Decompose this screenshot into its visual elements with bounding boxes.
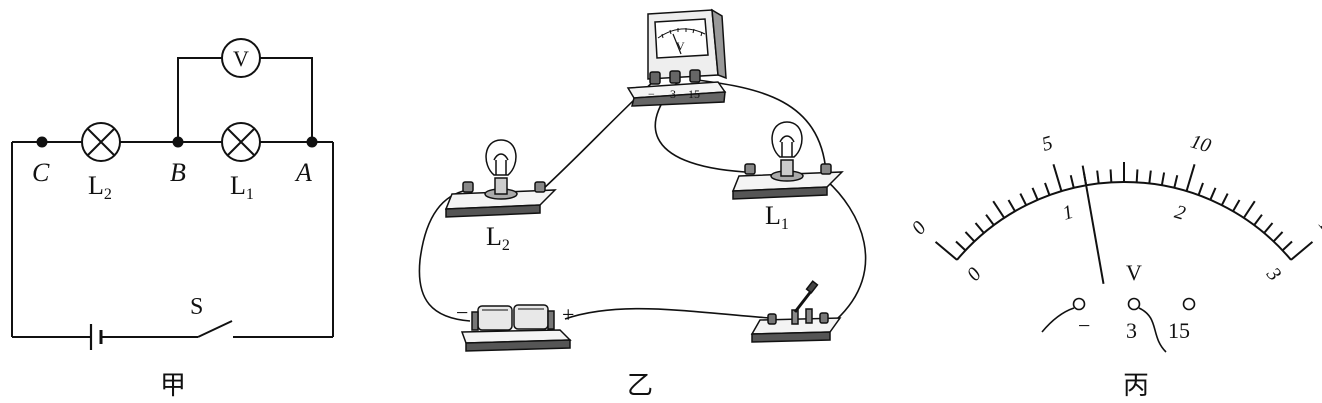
terminal-3-post	[1127, 297, 1141, 311]
dial-terminal-minus: −	[1078, 313, 1090, 338]
circuit-diagram	[11, 38, 334, 350]
dial-tick	[1019, 193, 1028, 206]
dial-scale-label: 0	[908, 217, 931, 239]
node-b-label: B	[170, 158, 186, 187]
dial-arc	[956, 181, 1292, 261]
lead-3	[1138, 307, 1167, 353]
dial-tick	[1044, 182, 1051, 196]
switch-label: S	[190, 294, 203, 320]
lamp-l1-label: L1	[230, 171, 254, 203]
dial-tick	[1007, 199, 1016, 212]
dial-tick	[964, 231, 976, 243]
voltmeter-device	[626, 8, 727, 107]
voltmeter-terminal-15: 15	[688, 87, 700, 101]
dial-tick	[985, 214, 995, 226]
caption-yi: 乙	[627, 371, 653, 401]
dial-tick	[1185, 164, 1196, 192]
dial-tick	[934, 241, 958, 261]
voltmeter-terminal-3: 3	[670, 87, 676, 101]
dial-terminals	[1041, 297, 1196, 353]
dial-scale-label: 5	[1039, 132, 1055, 156]
voltmeter-wire	[177, 57, 313, 142]
battery-holder	[460, 304, 572, 352]
voltmeter-dial: 0 5 10 15 0 1 2 3	[908, 130, 1322, 285]
lamp-l1-board	[731, 121, 844, 200]
dial-tick	[1290, 241, 1314, 261]
dial-tick	[1232, 199, 1241, 212]
caption-jia: 甲	[160, 371, 186, 401]
dial-tick	[1242, 200, 1256, 219]
dial-tick	[1253, 214, 1263, 226]
dial-tick	[1197, 182, 1204, 196]
dial-tick	[1052, 164, 1063, 192]
node-c-dot	[36, 136, 48, 148]
dial-tick	[1209, 187, 1217, 201]
dial-terminal-15: 15	[1168, 318, 1190, 343]
terminal-minus-post	[1072, 297, 1086, 311]
dial-tick	[1031, 187, 1039, 201]
dial-tick	[1069, 174, 1075, 189]
node-a-label: A	[294, 158, 312, 187]
wire-voltmeter15-to-l1	[696, 79, 827, 173]
wire-l1-to-switch	[825, 179, 867, 321]
battery-minus-label: −	[456, 300, 468, 325]
switch-device	[750, 280, 842, 343]
dial-tick	[1263, 222, 1274, 234]
lead-minus	[1041, 307, 1075, 333]
dial-scale-label: 10	[1188, 130, 1213, 157]
dial-tick	[955, 240, 967, 252]
battery-plus-label: +	[562, 302, 574, 327]
voltmeter-symbol	[221, 38, 261, 78]
board-l1-label: L1	[765, 201, 789, 233]
dial-tick	[1160, 172, 1166, 186]
dial-tick	[1148, 170, 1152, 184]
node-b-dot	[172, 136, 184, 148]
caption-bing: 丙	[1123, 371, 1149, 401]
dial-tick	[992, 200, 1006, 219]
dial-scale-ticks	[934, 162, 1314, 261]
voltmeter-label: V	[233, 46, 249, 71]
node-c-label: C	[32, 158, 50, 187]
dial-tick	[1096, 170, 1100, 184]
dial-outer-scale-labels: 0 5 10 15	[908, 130, 1322, 242]
wire-battery-to-switch	[564, 307, 771, 320]
dial-scale-label: 3	[1261, 263, 1285, 286]
battery-symbol	[89, 324, 103, 350]
dial-scale-label: 15	[1314, 213, 1322, 242]
dial-tick	[1173, 174, 1179, 189]
switch-blade	[197, 320, 233, 338]
dial-terminal-3: 3	[1126, 318, 1137, 343]
dial-tick	[1272, 231, 1284, 243]
dial-needle	[1081, 165, 1105, 284]
dial-tick	[1281, 240, 1293, 252]
voltmeter-device-symbol: V	[676, 39, 685, 53]
wire-l2-to-battery	[418, 189, 471, 322]
lamp-l2-label: L2	[88, 171, 112, 203]
dial-symbol: V	[1126, 260, 1142, 285]
lamp-l1-symbol	[221, 122, 261, 162]
dial-tick	[974, 222, 985, 234]
board-l2-label: L2	[486, 222, 510, 254]
dial-scale-label: 2	[1172, 201, 1188, 225]
dial-tick	[1220, 193, 1229, 206]
voltmeter-terminal-minus: −	[648, 87, 655, 101]
lamp-l2-board	[444, 139, 557, 218]
dial-scale-label: 1	[1060, 201, 1076, 225]
dial-tick	[1135, 169, 1139, 183]
lamp-l2-symbol	[81, 122, 121, 162]
node-a-dot	[306, 136, 318, 148]
terminal-15-post	[1182, 297, 1196, 311]
dial-scale-label: 0	[963, 263, 986, 285]
dial-tick	[1109, 169, 1113, 183]
